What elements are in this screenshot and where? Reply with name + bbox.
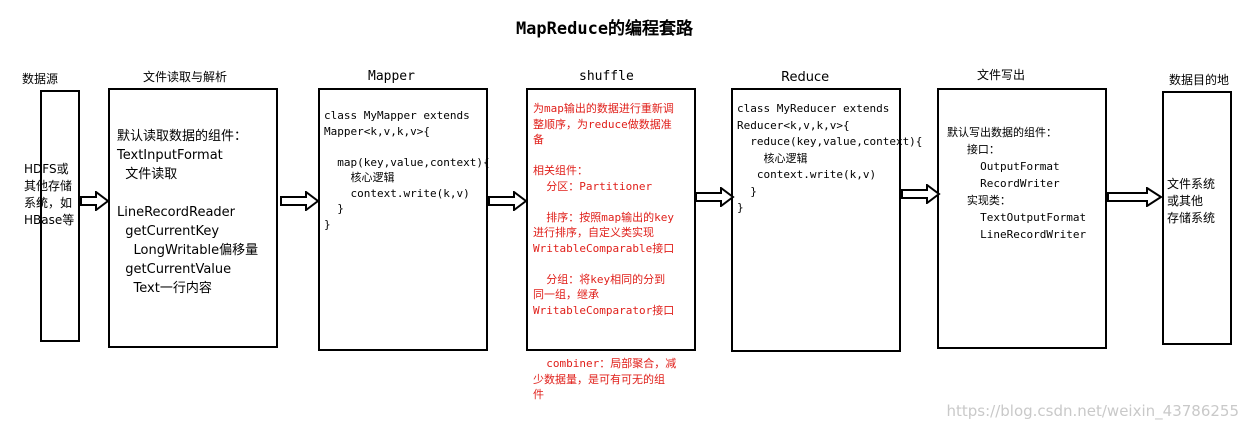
target-box: [1162, 91, 1232, 345]
input-text: 默认读取数据的组件： TextInputFormat 文件读取 LineReco…: [117, 129, 259, 296]
mapper-label: Mapper: [368, 69, 415, 84]
shuffle-label: shuffle: [579, 69, 634, 84]
arrow-right-icon: [901, 184, 941, 204]
arrow-right-icon: [280, 191, 320, 211]
arrow-right-icon: [695, 187, 735, 207]
reducer-label: Reduce: [781, 70, 830, 85]
output-text: 默认写出数据的组件： 接口： OutputFormat RecordWriter…: [947, 126, 1087, 241]
input-label: 文件读取与解析: [143, 70, 228, 84]
input-box: [108, 88, 278, 348]
mapper-text: class MyMapper extends Mapper<k,v,k,v>{ …: [324, 109, 490, 231]
source-label: 数据源: [22, 72, 59, 86]
reducer-box: [731, 88, 901, 352]
target-text: 文件系统 或其他 存储系统: [1167, 177, 1216, 225]
arrow-right-icon: [80, 191, 110, 211]
target-label: 数据目的地: [1169, 73, 1230, 87]
watermark: https://blog.csdn.net/weixin_43786255: [946, 402, 1239, 420]
arrow-right-icon: [488, 191, 528, 211]
source-box: [40, 90, 80, 342]
shuffle-combiner-note: combiner：局部聚合，减 少数据量，是可有可无的组 件: [533, 357, 677, 401]
arrow-right-icon: [1107, 187, 1163, 207]
shuffle-box: [526, 88, 696, 351]
shuffle-text: 为map输出的数据进行重新调 整顺序，为reduce做数据准 备 相关组件： 分…: [533, 102, 675, 317]
output-label: 文件写出: [977, 68, 1026, 82]
diagram-title: MapReduce的编程套路: [515, 19, 694, 39]
mapper-box: [318, 88, 488, 351]
source-text: HDFS或 其他存储 系统，如 HBase等: [24, 162, 75, 227]
output-box: [937, 88, 1107, 349]
reducer-text: class MyReducer extends Reducer<k,v,k,v>…: [737, 102, 923, 214]
